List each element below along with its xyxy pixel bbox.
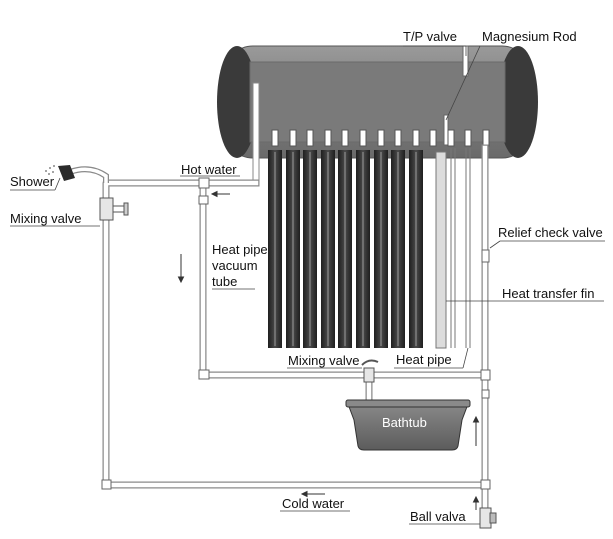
shower-label: Shower [10, 174, 55, 189]
heat-pipe-vacuum-tube-label-line2: vacuum [212, 258, 258, 273]
tp-valve-label: T/P valve [403, 29, 457, 44]
pipe-joints [101, 177, 491, 490]
bathtub-label: Bathtub [382, 415, 427, 430]
flow-arrows [177, 190, 480, 510]
heat-pipe-vacuum-tube-label-line1: Heat pipe [212, 242, 268, 257]
tank-right-cap [498, 46, 538, 158]
mixing-valve-bottom-shape [361, 359, 379, 383]
magnesium-rod-label: Magnesium Rod [482, 29, 577, 44]
relief-check-valve-label: Relief check valve [498, 225, 603, 240]
heat-transfer-fin-label: Heat transfer fin [502, 286, 595, 301]
ball-valva-label: Ball valva [410, 509, 466, 524]
bathtub-shape [345, 399, 471, 451]
tube-sockets [271, 129, 490, 147]
tp-valve [462, 45, 469, 77]
mixing-valve-bottom-label: Mixing valve [288, 353, 360, 368]
heat-pipe-label: Heat pipe [396, 352, 452, 367]
leader-lines [10, 45, 605, 525]
hot-water-label: Hot water [181, 162, 237, 177]
ball-valve-handle [489, 512, 497, 524]
mixing-valve-left-shape [99, 197, 129, 221]
ball-valve [479, 507, 492, 529]
tank-outlet-pipe [252, 82, 260, 184]
heat-pipe-vacuum-tube-label-line3: tube [212, 274, 238, 289]
mixing-valve-left-label: Mixing valve [10, 211, 82, 226]
tank-left-cap [217, 46, 257, 158]
cold-water-label: Cold water [282, 496, 345, 511]
tube-highlights [274, 152, 417, 346]
heat-transfer-fin [435, 151, 447, 349]
shower-shape [45, 165, 109, 183]
